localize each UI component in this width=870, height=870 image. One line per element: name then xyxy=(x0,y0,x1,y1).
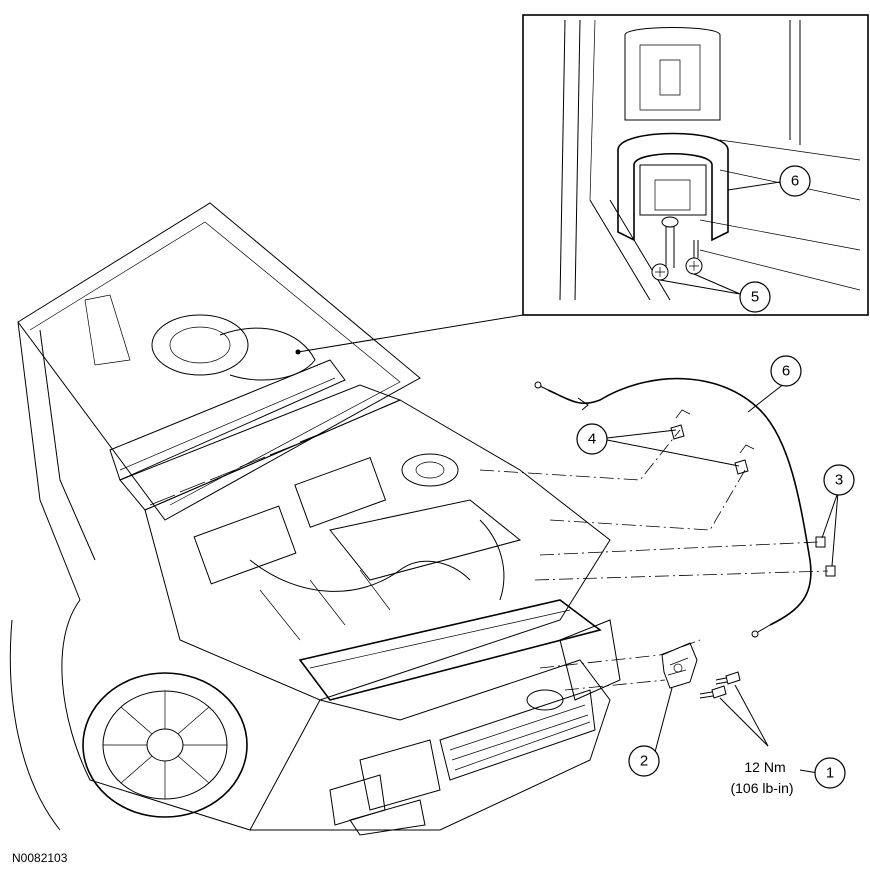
torque-spec-imperial: (106 lb-in) xyxy=(730,780,793,796)
svg-text:2: 2 xyxy=(640,753,648,770)
vehicle-front-illustration xyxy=(9,202,621,836)
torque-spec-metric: 12 Nm xyxy=(744,759,785,775)
cable-clip xyxy=(734,444,755,475)
svg-text:5: 5 xyxy=(751,289,759,306)
cable-clip xyxy=(670,409,691,440)
svg-text:1: 1 xyxy=(826,765,834,782)
inset-pointer-line xyxy=(297,314,524,353)
latch-bolt xyxy=(699,685,727,699)
svg-text:4: 4 xyxy=(588,431,596,448)
svg-text:6: 6 xyxy=(782,363,790,380)
hood-latch xyxy=(661,642,698,689)
callout-leaders xyxy=(606,382,839,774)
alignment-lines xyxy=(479,429,829,691)
callout-5: 5 xyxy=(739,281,771,313)
release-cable xyxy=(547,377,812,626)
latch-bolt xyxy=(715,671,741,685)
callout-4: 4 xyxy=(576,423,608,455)
callout-6-cable: 6 xyxy=(770,355,802,387)
callout-3: 3 xyxy=(823,464,855,496)
callout-6-inset: 6 xyxy=(779,165,811,197)
svg-text:3: 3 xyxy=(835,472,843,489)
figure-code: N0082103 xyxy=(12,851,68,865)
svg-text:6: 6 xyxy=(791,173,799,190)
cable-end-rear xyxy=(539,385,549,391)
inset-pointer-dot xyxy=(295,349,301,355)
callout-2: 2 xyxy=(628,745,660,777)
callout-1: 1 xyxy=(814,757,846,789)
detail-inset xyxy=(522,14,869,316)
cable-end-front xyxy=(757,624,771,633)
